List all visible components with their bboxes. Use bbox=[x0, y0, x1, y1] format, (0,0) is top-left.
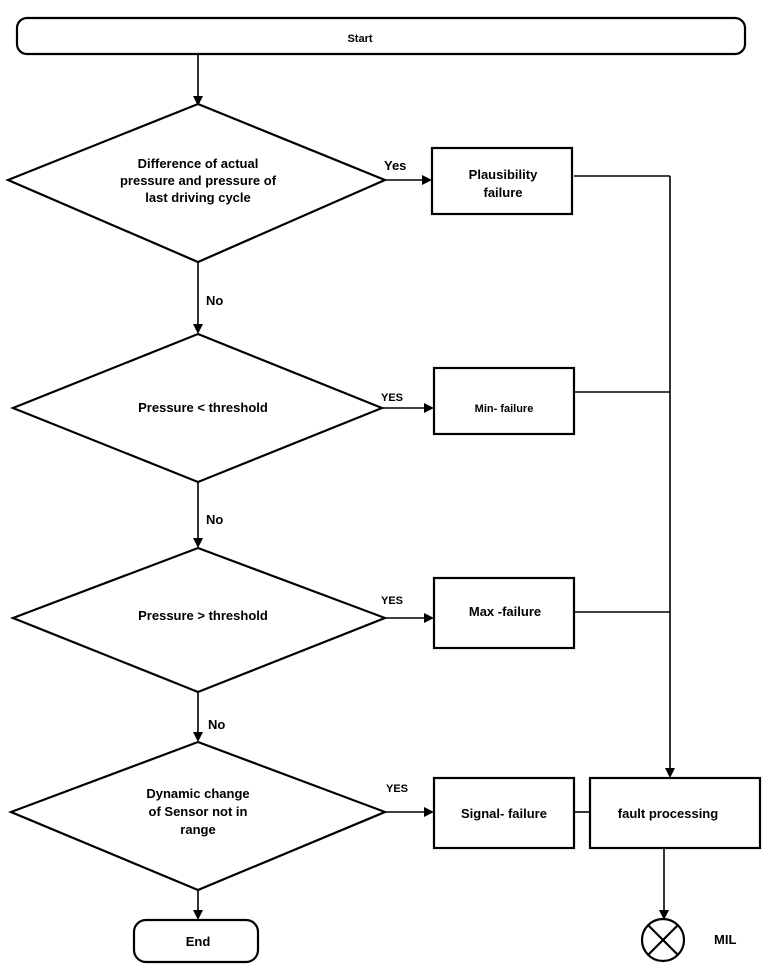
decision-pressure-below-threshold: Pressure < threshold bbox=[10, 332, 385, 484]
decision-1-line-3: last driving cycle bbox=[145, 190, 251, 205]
box-max-failure: Max -failure bbox=[432, 576, 576, 650]
decision-2-line-1: Pressure < threshold bbox=[138, 400, 268, 415]
start-node: Start bbox=[15, 16, 747, 56]
plausibility-line-2: failure bbox=[483, 185, 522, 200]
decision-pressure-above-threshold: Pressure > threshold bbox=[9, 546, 389, 694]
edge-label-no-2: No bbox=[206, 512, 223, 527]
edge-label-no-3: No bbox=[208, 717, 225, 732]
decision-1-line-1: Difference of actual bbox=[138, 156, 259, 171]
end-label: End bbox=[186, 934, 211, 949]
edge-label-yes-1: Yes bbox=[384, 158, 406, 173]
mil-label: MIL bbox=[714, 932, 736, 947]
decision-3-line-1: Pressure > threshold bbox=[138, 608, 268, 623]
edge-label-yes-4: YES bbox=[386, 783, 408, 795]
end-node: End bbox=[132, 918, 260, 964]
edge-label-no-1: No bbox=[206, 293, 223, 308]
decision-dynamic-change: Dynamic change of Sensor not in range bbox=[8, 740, 388, 892]
start-label: Start bbox=[347, 33, 372, 45]
edge-label-yes-3: YES bbox=[381, 595, 403, 607]
plausibility-line-1: Plausibility bbox=[469, 167, 538, 182]
signal-failure-label: Signal- failure bbox=[461, 806, 547, 821]
decision-1-line-2: pressure and pressure of bbox=[120, 173, 277, 188]
box-signal-failure: Signal- failure bbox=[432, 776, 576, 850]
decision-4-line-1: Dynamic change bbox=[146, 786, 249, 801]
fault-processing-label: fault processing bbox=[618, 806, 718, 821]
box-min-failure: Min- failure bbox=[432, 366, 576, 436]
min-failure-label: Min- failure bbox=[475, 403, 534, 415]
box-fault-processing: fault processing bbox=[588, 776, 762, 850]
decision-4-line-2: of Sensor not in bbox=[149, 804, 248, 819]
decision-4-line-3: range bbox=[180, 822, 215, 837]
max-failure-label: Max -failure bbox=[469, 604, 541, 619]
decision-pressure-difference: Difference of actual pressure and pressu… bbox=[5, 102, 388, 264]
mil-lamp-icon bbox=[640, 917, 686, 963]
edge-label-yes-2: YES bbox=[381, 392, 403, 404]
box-plausibility-failure: Plausibility failure bbox=[430, 146, 574, 216]
